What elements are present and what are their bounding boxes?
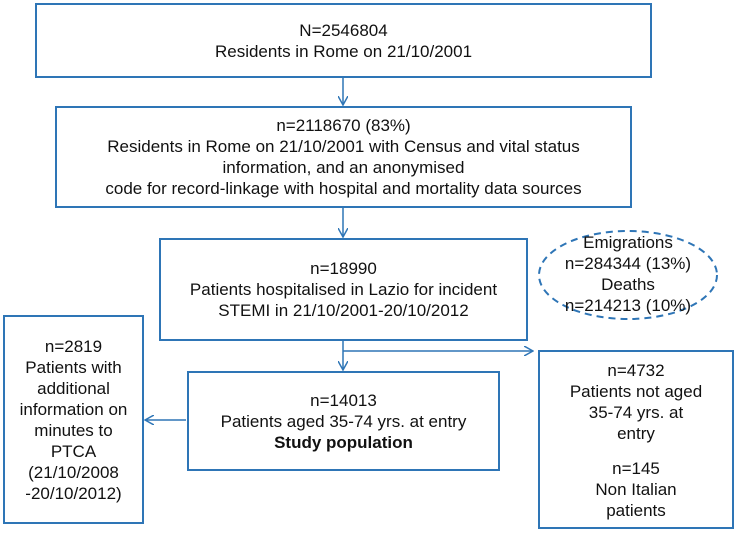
total-residents-box: N=2546804 Residents in Rome on 21/10/200… (35, 3, 652, 78)
study-line2: Study population (274, 432, 413, 452)
non-italian-line: patients (606, 501, 666, 520)
age-excluded-line: entry (617, 424, 655, 443)
non-italian-section: n=145 Non Italian patients (595, 452, 676, 527)
stemi-line2: STEMI in 21/10/2001-20/10/2012 (218, 301, 469, 320)
non-italian-line: Non Italian (595, 480, 677, 499)
ptca-line: PTCA (50, 441, 97, 461)
age-excluded-line: 35-74 yrs. at (588, 403, 684, 422)
ptca-line: additional (37, 378, 110, 398)
ptca-line: Patients with (25, 357, 122, 377)
study-line1: Patients aged 35-74 yrs. at entry (220, 411, 467, 431)
census-line2: information, and an anonymised (222, 158, 465, 177)
age-excluded-section: n=4732 Patients not aged 35-74 yrs. at e… (570, 352, 702, 452)
stemi-count: n=18990 (310, 259, 377, 278)
emigrations-label: Emigrations (583, 233, 673, 252)
ptca-line: minutes to (34, 420, 113, 440)
age-excluded-line: Patients not aged (569, 382, 703, 401)
census-line3: code for record-linkage with hospital an… (105, 179, 582, 198)
ptca-box: n=2819 Patients with additional informat… (3, 315, 144, 524)
census-residents-box: n=2118670 (83%) Residents in Rome on 21/… (55, 106, 632, 208)
census-count: n=2118670 (83%) (276, 116, 411, 135)
study-count: n=14013 (310, 390, 377, 410)
deaths-count: n=214213 (10%) (564, 296, 692, 315)
exclusions-text: Emigrations n=284344 (13%) Deaths n=2142… (543, 232, 713, 316)
exclusions-ellipse (538, 230, 718, 320)
age-excluded-count: n=4732 (607, 361, 665, 380)
deaths-label: Deaths (601, 275, 655, 294)
study-population-box: n=14013 Patients aged 35-74 yrs. at entr… (187, 371, 500, 471)
total-count: N=2546804 (299, 20, 388, 40)
stemi-line1: Patients hospitalised in Lazio for incid… (189, 280, 498, 299)
excluded-patients-box: n=4732 Patients not aged 35-74 yrs. at e… (538, 350, 734, 529)
total-label: Residents in Rome on 21/10/2001 (214, 41, 473, 61)
ptca-line: -20/10/2012) (25, 483, 122, 503)
census-line1: Residents in Rome on 21/10/2001 with Cen… (107, 137, 580, 156)
ptca-line: information on (19, 399, 128, 419)
ptca-line: (21/10/2008 (28, 462, 119, 482)
ptca-count: n=2819 (44, 336, 103, 356)
emigrations-count: n=284344 (13%) (564, 254, 692, 273)
non-italian-count: n=145 (612, 459, 660, 478)
stemi-patients-box: n=18990 Patients hospitalised in Lazio f… (159, 238, 528, 341)
